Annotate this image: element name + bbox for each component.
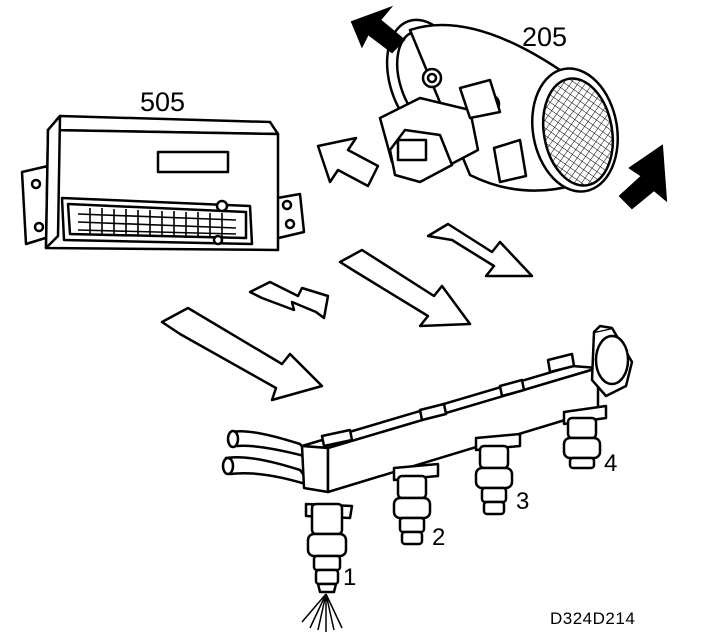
injector-1: [304, 502, 354, 594]
injector-4: [562, 404, 608, 470]
fuel-rail: [221, 324, 634, 494]
signal-arrow-4: [160, 306, 324, 402]
airflow-arrow-right: [618, 144, 668, 210]
fuel-spray: [301, 593, 343, 632]
injector-2: [392, 462, 440, 546]
label-injector-1: 1: [343, 564, 357, 591]
label-injector-2: 2: [432, 524, 446, 551]
figure-code: D324D214: [550, 609, 636, 628]
label-injector-3: 3: [516, 488, 530, 515]
air-mass-meter-205: [378, 18, 619, 193]
control-module-505: [20, 114, 306, 252]
signal-arrow-2: [338, 248, 472, 328]
label-injector-4: 4: [604, 450, 618, 477]
signal-arrow-to-ecu: [316, 136, 380, 188]
signal-arrow-3: [248, 280, 330, 320]
signal-arrow-1: [426, 222, 534, 278]
label-ecu: 505: [140, 87, 186, 117]
injector-3: [474, 432, 522, 516]
airflow-arrow-top: [350, 5, 406, 54]
label-air-mass-meter: 205: [522, 22, 568, 52]
